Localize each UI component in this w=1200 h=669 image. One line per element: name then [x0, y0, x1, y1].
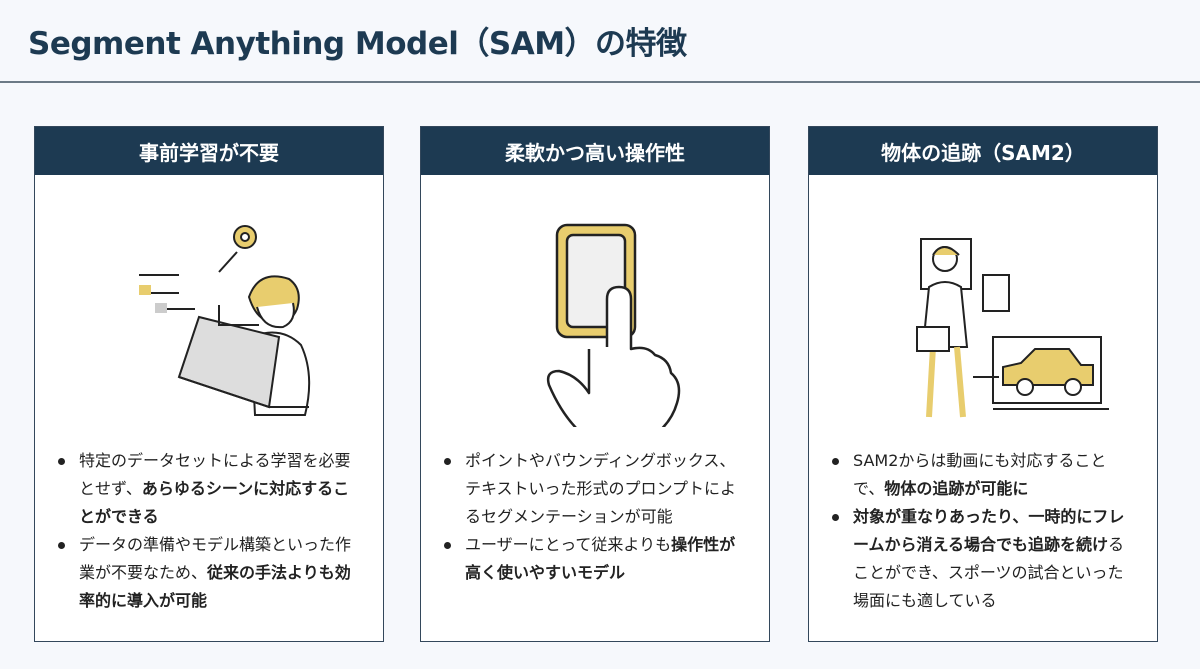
person-with-laptop-and-gear-icon [35, 197, 383, 427]
card-heading: 物体の追跡（SAM2） [809, 127, 1157, 175]
card-heading: 柔軟かつ高い操作性 [421, 127, 769, 175]
feature-card-flexible-operation: 柔軟かつ高い操作性 ポイントやバウンディングボックス、テキストいった形式のプロン… [420, 126, 770, 642]
card-heading: 事前学習が不要 [35, 127, 383, 175]
person-tracking-car-icon [809, 197, 1157, 427]
bullet-item: ユーザーにとって従来よりも操作性が高く使いやすいモデル [441, 531, 746, 587]
title-divider [0, 81, 1200, 83]
bullet-item: データの準備やモデル構築といった作業が不要なため、従来の手法よりも効率的に導入が… [55, 531, 360, 615]
hand-tapping-phone-icon [421, 197, 769, 427]
bullet-item: SAM2からは動画にも対応することで、物体の追跡が可能に [829, 447, 1134, 503]
feature-bullets: 特定のデータセットによる学習を必要とせず、あらゆるシーンに対応することができる … [55, 447, 360, 615]
feature-bullets: ポイントやバウンディングボックス、テキストいった形式のプロンプトによるセグメンテ… [441, 447, 746, 587]
page-title: Segment Anything Model（SAM）の特徴 [28, 26, 687, 62]
feature-card-no-pretraining: 事前学習が不要 特定のデータセットによる学習を必要とせず、あらゆるシーンに対応す… [34, 126, 384, 642]
feature-bullets: SAM2からは動画にも対応することで、物体の追跡が可能に 対象が重なりあったり、… [829, 447, 1134, 615]
bullet-item: ポイントやバウンディングボックス、テキストいった形式のプロンプトによるセグメンテ… [441, 447, 746, 531]
bullet-item: 対象が重なりあったり、一時的にフレームから消える場合でも追跡を続けることができ、… [829, 503, 1134, 615]
feature-card-object-tracking: 物体の追跡（SAM2） SAM2からは動画にも対応することで、物体の追跡が可能に… [808, 126, 1158, 642]
bullet-item: 特定のデータセットによる学習を必要とせず、あらゆるシーンに対応することができる [55, 447, 360, 531]
